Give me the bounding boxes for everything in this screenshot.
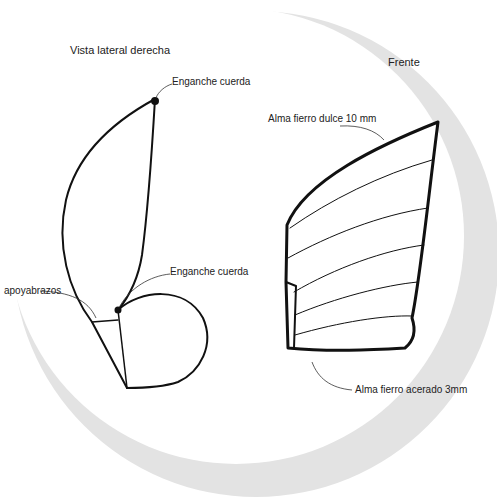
side-view-chair: [62, 98, 207, 388]
part-label: Enganche cuerda: [170, 266, 248, 278]
background-disc: [8, 8, 464, 464]
part-label: apoyabrazos: [4, 285, 61, 297]
view-title: Vista lateral derecha: [70, 44, 170, 57]
part-label: Enganche cuerda: [172, 76, 250, 88]
material-label: Alma fierro dulce 10 mm: [268, 113, 376, 125]
leader-lines: [40, 84, 384, 390]
material-label: Alma fierro acerado 3mm: [355, 384, 467, 396]
view-title: Frente: [388, 56, 420, 69]
front-view-chair: [286, 122, 438, 350]
